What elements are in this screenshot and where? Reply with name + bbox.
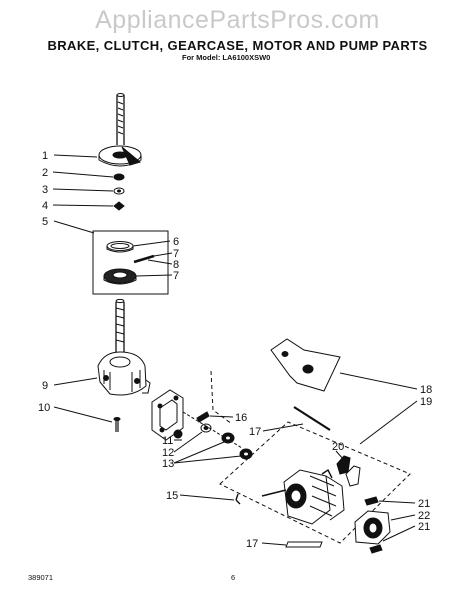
part-10-screw <box>113 417 121 432</box>
leader-20 <box>335 450 345 461</box>
callout-20: 20 <box>332 441 344 453</box>
leader-19 <box>359 400 418 445</box>
part-3-washer <box>113 187 125 195</box>
callout-16: 16 <box>235 412 247 424</box>
callout-22: 22 <box>418 510 430 522</box>
callout-3: 3 <box>42 184 48 196</box>
callout-7-upper: 7 <box>173 248 179 260</box>
callout-21-upper: 21 <box>418 498 430 510</box>
part-9-gearcase <box>97 351 151 396</box>
callout-5: 5 <box>42 216 48 228</box>
leader-18 <box>339 372 418 390</box>
leader-12 <box>173 431 203 453</box>
brake-assembly-box <box>92 230 169 295</box>
motor-assembly-box <box>219 421 411 544</box>
part-4-spring-clip <box>113 201 125 211</box>
callout-4: 4 <box>42 200 48 212</box>
part-17-lower <box>285 541 323 548</box>
watermark: AppliancePartsPros.com <box>95 6 380 34</box>
callout-1: 1 <box>42 150 48 162</box>
callout-2: 2 <box>42 167 48 179</box>
callout-18: 18 <box>420 384 432 396</box>
agitator-shaft-lower <box>115 298 125 355</box>
part-15-clip <box>235 493 241 505</box>
callout-10: 10 <box>38 402 50 414</box>
leader-1 <box>53 154 98 158</box>
callout-21-lower: 21 <box>418 521 430 533</box>
leader-21a <box>378 500 416 504</box>
callout-12: 12 <box>162 447 174 459</box>
leader-8 <box>147 259 173 265</box>
leader-17b <box>261 542 287 546</box>
part-20-bracket <box>321 455 361 487</box>
part-1-brake-cam <box>98 145 142 167</box>
part-2-nut <box>113 173 125 181</box>
part-21-clip-upper <box>364 496 379 506</box>
leader-13 <box>173 441 225 464</box>
model-subtitle: For Model: LA6100XSW0 <box>182 53 271 62</box>
part-13-coupling <box>221 432 253 460</box>
callout-17-lower: 17 <box>246 538 258 550</box>
part-16-pin <box>196 411 210 423</box>
callout-15: 15 <box>166 490 178 502</box>
leader-6 <box>132 240 171 247</box>
leader-7b <box>135 274 173 277</box>
drive-axis <box>182 411 243 449</box>
pump-cover-plate <box>151 389 184 441</box>
callout-13: 13 <box>162 458 174 470</box>
leader-10 <box>53 406 113 423</box>
callout-7-lower: 7 <box>173 270 179 282</box>
leader-15 <box>179 494 235 501</box>
leader-5 <box>53 220 95 234</box>
leader-4 <box>52 204 114 207</box>
document-number: 389071 <box>28 573 54 582</box>
agitator-shaft-upper <box>116 93 125 145</box>
part-22-pump <box>354 510 391 545</box>
leader-7a <box>153 252 173 257</box>
leader-22 <box>390 514 416 521</box>
leader-21b <box>382 525 416 542</box>
leader-2 <box>52 171 114 178</box>
part-21-clip-lower <box>369 544 383 554</box>
part-18-gasket <box>270 338 341 392</box>
page-number: 6 <box>231 573 236 582</box>
part-11-bolt <box>173 429 183 439</box>
callout-9: 9 <box>42 380 48 392</box>
callout-8: 8 <box>173 259 179 271</box>
leader-9 <box>53 377 98 386</box>
part-17-upper <box>210 370 331 431</box>
leader-3 <box>52 188 114 192</box>
leader-13b <box>173 455 242 464</box>
part-motor <box>261 469 345 525</box>
callout-17-upper: 17 <box>249 426 261 438</box>
leader-17a <box>262 423 304 432</box>
page-title: BRAKE, CLUTCH, GEARCASE, MOTOR AND PUMP … <box>47 38 428 53</box>
callout-19: 19 <box>420 396 432 408</box>
callout-11: 11 <box>162 435 173 447</box>
callout-6: 6 <box>173 236 179 248</box>
